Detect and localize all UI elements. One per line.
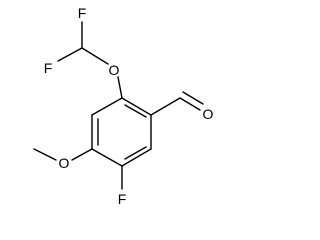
- bond-c5-o-methoxy: [71, 148, 93, 161]
- bond-cho-o-1: [179, 97, 201, 111]
- ring-bond-c4-c5: [91, 148, 123, 167]
- atom-label-o-aldehyde: O: [203, 106, 214, 122]
- atom-label-f-top: F: [78, 5, 87, 21]
- bond-c2-cho: [150, 97, 181, 116]
- atom-label-o-methoxy: O: [59, 155, 70, 171]
- ring-inner-bond-1: [124, 104, 147, 118]
- ring-bond-c3-c4: [121, 148, 152, 167]
- chemical-structure: F F O O O F: [33, 5, 214, 207]
- ring-inner-bond-2: [124, 146, 147, 160]
- ring-bond-c6-c1: [91, 97, 123, 116]
- bond-chf2-f-left: [57, 47, 83, 62]
- bond-c1-o-ether: [117, 76, 123, 99]
- bond-cho-o-2: [182, 91, 204, 105]
- ring-bond-c1-c2: [121, 97, 152, 116]
- atom-label-f-ring: F: [118, 191, 127, 207]
- atom-label-f-left: F: [44, 60, 53, 76]
- atom-label-o-ether: O: [109, 62, 120, 78]
- bond-o-methyl: [33, 148, 57, 161]
- bond-o-chf2: [81, 47, 109, 65]
